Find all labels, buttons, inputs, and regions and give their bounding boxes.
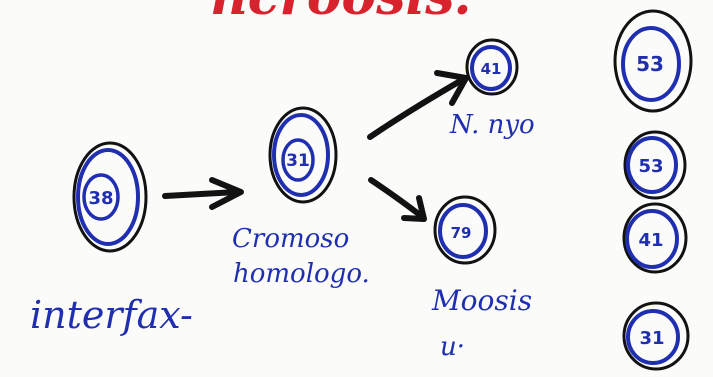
interphase-cell: 38 (72, 141, 148, 253)
side-cell-2: 53 (623, 130, 687, 200)
arrow-head (434, 70, 469, 106)
bottom-label-line1: Moosis (431, 284, 532, 317)
side-cell-2-outer (623, 130, 687, 200)
side-cell-3-outer (622, 202, 688, 274)
interphase-label: interfax- (30, 293, 193, 337)
arrow-shaft (368, 177, 423, 218)
side-cell-3-number: 41 (638, 230, 663, 251)
homologous-outer-membrane (268, 106, 338, 204)
side-cell-3-nucleus (625, 209, 679, 269)
homologous-label-line1: Cromoso (232, 224, 349, 254)
top-label: N. nyo (449, 110, 535, 140)
bottom-cell: 79 (433, 195, 497, 265)
top-number: 41 (481, 60, 502, 78)
interphase-number: 38 (88, 188, 113, 209)
arrow-shaft (367, 77, 465, 140)
side-cell-4: 31 (622, 301, 690, 371)
bottom-outer-membrane (433, 195, 497, 265)
homologous-cell: 31 (268, 106, 338, 204)
arrow-head (209, 177, 244, 210)
top-outer-membrane (465, 38, 519, 96)
bottom-number: 79 (451, 224, 472, 242)
top-cell: 41 (465, 38, 519, 96)
side-cell-2-number: 53 (638, 156, 663, 177)
header-fragment: ncroosis: (210, 0, 474, 27)
interphase-nucleus-ring (76, 148, 140, 246)
bottom-label-line2: u· (440, 332, 465, 362)
homologous-nucleus-ring (272, 113, 330, 197)
side-cell-2-nucleus (626, 136, 678, 194)
homologous-nucleus (281, 138, 315, 182)
side-cell-1-number: 53 (636, 52, 664, 76)
side-cell-1-outer (613, 9, 693, 113)
side-cell-4-nucleus (626, 309, 680, 365)
arrow-to-bottom-cell (368, 177, 427, 222)
side-cell-4-outer (622, 301, 690, 371)
arrow-shaft (162, 189, 240, 199)
interphase-outer-membrane (72, 141, 148, 253)
side-cell-3: 41 (622, 202, 688, 274)
side-cell-4-number: 31 (639, 328, 664, 349)
arrow-interphase-to-homologous (162, 177, 244, 210)
arrow-head (401, 195, 427, 222)
arrow-to-top-cell (367, 70, 469, 140)
interphase-nucleus (82, 173, 120, 221)
homologous-number: 31 (286, 151, 310, 171)
homologous-label-line2: homologo. (233, 259, 370, 289)
side-cell-1: 53 (613, 9, 693, 113)
bottom-nucleus (438, 203, 488, 259)
top-nucleus (470, 45, 512, 91)
side-cell-1-nucleus (621, 26, 681, 102)
